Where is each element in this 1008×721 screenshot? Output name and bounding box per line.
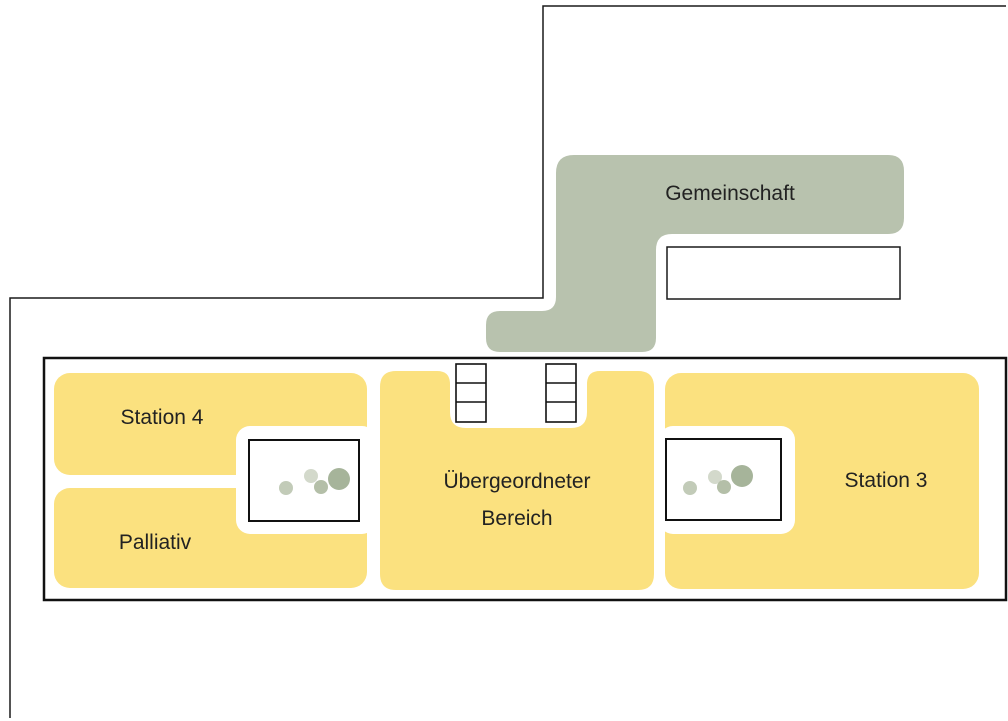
central-zone-label-line2: Bereich (481, 507, 552, 530)
palliative-label: Palliativ (119, 531, 192, 554)
courtyard-trees-icon (683, 465, 753, 495)
community-annex-room (666, 246, 901, 300)
site-boundary (9, 5, 1006, 718)
courtyard-trees-icon (279, 468, 350, 495)
courtyard-right (665, 438, 782, 521)
stairs-icon (545, 363, 577, 423)
station-4-label: Station 4 (121, 406, 204, 429)
stairs-icon (455, 363, 487, 423)
central-zone (380, 371, 654, 590)
community-label: Gemeinschaft (665, 182, 795, 205)
community-zone (486, 155, 904, 352)
central-zone-label-line1: Übergeordneter (443, 470, 590, 493)
station-3-label: Station 3 (845, 469, 928, 492)
